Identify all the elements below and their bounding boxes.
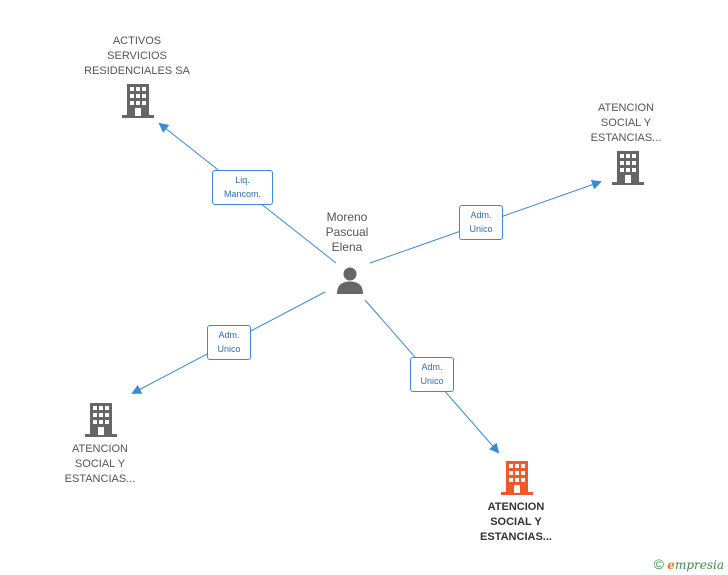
brand-logo: empresia [667, 558, 724, 572]
brand-name: mpresia [674, 558, 724, 572]
company-label-atencion-focus[interactable]: ATENCION SOCIAL Y ESTANCIAS... [464, 500, 568, 545]
company-name-line: SOCIAL Y [490, 516, 542, 528]
brand-footer[interactable]: © empresia [654, 556, 724, 572]
relation-role-line: Mancom. [223, 189, 261, 199]
brand-initial: e [667, 558, 675, 572]
company-name-line: ATENCION [597, 102, 655, 114]
company-label-atencion-right[interactable]: ATENCION SOCIAL Y ESTANCIAS... [576, 101, 676, 146]
company-name-line: ESTANCIAS... [590, 132, 662, 144]
relation-badge-adm-unico-right[interactable]: Adm. Unico [459, 205, 503, 240]
company-label-atencion-left[interactable]: ATENCION SOCIAL Y ESTANCIAS... [50, 442, 150, 487]
person-icon[interactable] [335, 265, 365, 295]
company-name-line: ESTANCIAS... [480, 531, 552, 543]
building-icon[interactable] [501, 461, 533, 495]
company-name-line: RESIDENCIALES SA [84, 65, 190, 77]
relation-badge-liq-mancom[interactable]: Liq. Mancom. [212, 170, 273, 205]
relation-role-line: Adm. [218, 330, 240, 340]
person-name-line: Elena [331, 240, 363, 254]
company-name-line: SOCIAL Y [600, 117, 652, 129]
company-name-line: SOCIAL Y [74, 458, 126, 470]
relation-role-line: Unico [217, 344, 241, 354]
relation-badge-adm-unico-focus[interactable]: Adm. Unico [410, 357, 454, 392]
relation-role-line: Adm. [421, 362, 443, 372]
relation-role-line: Liq. [235, 175, 250, 185]
relation-badge-adm-unico-left[interactable]: Adm. Unico [207, 325, 251, 360]
company-name-line: ATENCION [487, 501, 545, 513]
building-icon[interactable] [612, 151, 644, 185]
company-name-line: ESTANCIAS... [64, 473, 136, 485]
relation-role-line: Unico [420, 376, 444, 386]
copyright-symbol: © [653, 556, 664, 572]
company-name-line: ATENCION [71, 443, 129, 455]
person-name-line: Pascual [325, 225, 369, 239]
building-icon[interactable] [85, 403, 117, 437]
company-name-line: ACTIVOS [112, 35, 162, 47]
person-name[interactable]: Moreno Pascual Elena [305, 210, 389, 255]
relation-role-line: Adm. [470, 210, 492, 220]
relation-role-line: Unico [469, 224, 493, 234]
building-icon[interactable] [122, 84, 154, 118]
company-label-activos[interactable]: ACTIVOS SERVICIOS RESIDENCIALES SA [72, 34, 202, 79]
company-name-line: SERVICIOS [107, 50, 167, 62]
person-name-line: Moreno [326, 210, 368, 224]
